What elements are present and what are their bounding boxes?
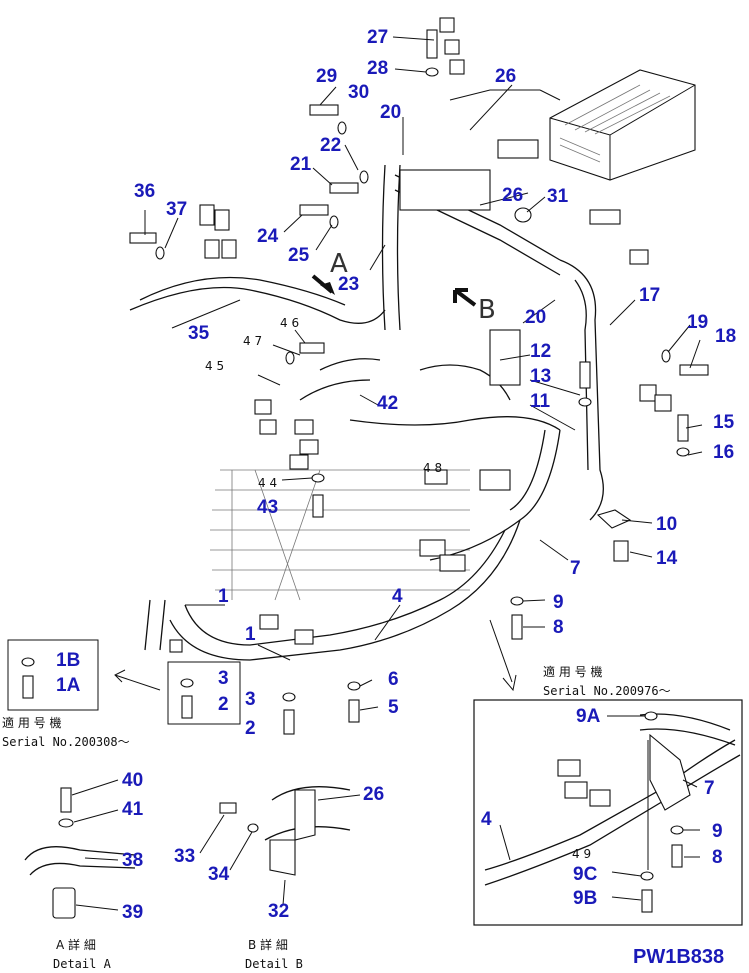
main-harness: [129, 164, 604, 661]
callout-6[interactable]: 6: [388, 669, 399, 690]
callout-17[interactable]: 17: [639, 285, 660, 306]
inset-2-3: [167, 661, 241, 725]
callout-16[interactable]: 16: [713, 442, 734, 463]
callout-5[interactable]: 5: [388, 697, 399, 718]
inset-1a-1b: [7, 639, 99, 711]
callout-1A[interactable]: 1A: [56, 675, 81, 696]
callout-4-inset[interactable]: 4: [481, 809, 492, 830]
view-arrows: [114, 274, 517, 692]
serial-label-1: Serial No.200308～: [2, 735, 130, 749]
callout-29[interactable]: 29: [316, 66, 337, 87]
diagram-code: PW1B838: [633, 946, 724, 968]
callout-8-inset[interactable]: 8: [712, 847, 723, 868]
callout-20[interactable]: 20: [380, 102, 401, 123]
callout-42[interactable]: 42: [377, 393, 398, 414]
callout-9A[interactable]: 9A: [576, 706, 601, 727]
callout-45[interactable]: 4 5: [205, 359, 224, 373]
callout-18[interactable]: 18: [715, 326, 736, 347]
callout-43[interactable]: 43: [257, 497, 278, 518]
view-letter-b: B: [478, 295, 496, 325]
callout-25[interactable]: 25: [288, 245, 310, 266]
leader-lines: [144, 36, 703, 711]
callout-26b[interactable]: 26: [502, 185, 523, 206]
callout-41[interactable]: 41: [122, 799, 144, 820]
callout-26[interactable]: 26: [495, 66, 516, 87]
callout-13[interactable]: 13: [530, 366, 551, 387]
callout-48[interactable]: 4 8: [423, 461, 442, 475]
callout-28[interactable]: 28: [367, 58, 388, 79]
callout-3[interactable]: 3: [245, 689, 256, 710]
callout-31[interactable]: 31: [547, 186, 569, 207]
callout-39[interactable]: 39: [122, 902, 143, 923]
detail-b-label: Detail B: [245, 957, 303, 971]
controller-unit: [449, 69, 696, 181]
callout-30[interactable]: 30: [348, 82, 369, 103]
detail-a-label: Detail A: [53, 957, 112, 971]
callout-40[interactable]: 40: [122, 770, 143, 791]
callout-23[interactable]: 23: [338, 274, 359, 295]
callout-36[interactable]: 36: [134, 181, 155, 202]
callout-32[interactable]: 32: [268, 901, 289, 922]
callout-35[interactable]: 35: [188, 323, 210, 344]
callout-2-inset[interactable]: 2: [218, 694, 229, 715]
callout-47[interactable]: 4 7: [243, 334, 262, 348]
watermark-logo: [210, 469, 470, 601]
callout-7[interactable]: 7: [570, 558, 581, 579]
view-letter-a: A: [330, 249, 348, 279]
callout-8[interactable]: 8: [553, 617, 564, 638]
callout-19[interactable]: 19: [687, 312, 708, 333]
applicable-label-1: 適 用 号 機: [2, 715, 61, 730]
callout-11[interactable]: 11: [530, 391, 551, 412]
inset-serial-200976: [473, 699, 743, 926]
callout-14[interactable]: 14: [656, 548, 678, 569]
callout-4[interactable]: 4: [392, 586, 403, 607]
callout-1-second[interactable]: 1: [245, 624, 256, 645]
detail-b-jp-label: B 詳 細: [248, 937, 288, 952]
callout-21[interactable]: 21: [290, 154, 312, 175]
callout-20b[interactable]: 20: [525, 307, 546, 328]
callout-22[interactable]: 22: [320, 135, 341, 156]
callout-26c[interactable]: 26: [363, 784, 384, 805]
callout-24[interactable]: 24: [257, 226, 279, 247]
callout-33[interactable]: 33: [174, 846, 195, 867]
callout-15[interactable]: 15: [713, 412, 735, 433]
callout-9C[interactable]: 9C: [573, 864, 598, 885]
connectors: [169, 17, 672, 653]
callout-9B[interactable]: 9B: [573, 888, 597, 909]
callout-46[interactable]: 4 6: [280, 316, 299, 330]
detail-a-sketch: [24, 779, 136, 919]
callout-2[interactable]: 2: [245, 718, 256, 739]
serial-label-2: Serial No.200976～: [543, 684, 671, 698]
callout-1B[interactable]: 1B: [56, 650, 80, 671]
callout-38[interactable]: 38: [122, 850, 143, 871]
fasteners: [21, 29, 709, 735]
callout-37[interactable]: 37: [166, 199, 187, 220]
callout-9-inset[interactable]: 9: [712, 821, 723, 842]
callout-27[interactable]: 27: [367, 27, 388, 48]
callout-9[interactable]: 9: [553, 592, 564, 613]
callout-34[interactable]: 34: [208, 864, 230, 885]
detail-b-sketch: [199, 786, 361, 906]
callout-3-inset[interactable]: 3: [218, 668, 229, 689]
callout-1[interactable]: 1: [218, 586, 229, 607]
callout-10[interactable]: 10: [656, 514, 677, 535]
detail-a-jp-label: A 詳 細: [56, 937, 96, 952]
callout-7-inset[interactable]: 7: [704, 778, 715, 799]
callout-49[interactable]: 4 9: [572, 847, 591, 861]
applicable-label-2: 適 用 号 機: [543, 664, 602, 679]
callout-12[interactable]: 12: [530, 341, 551, 362]
callout-44[interactable]: 4 4: [258, 476, 277, 490]
